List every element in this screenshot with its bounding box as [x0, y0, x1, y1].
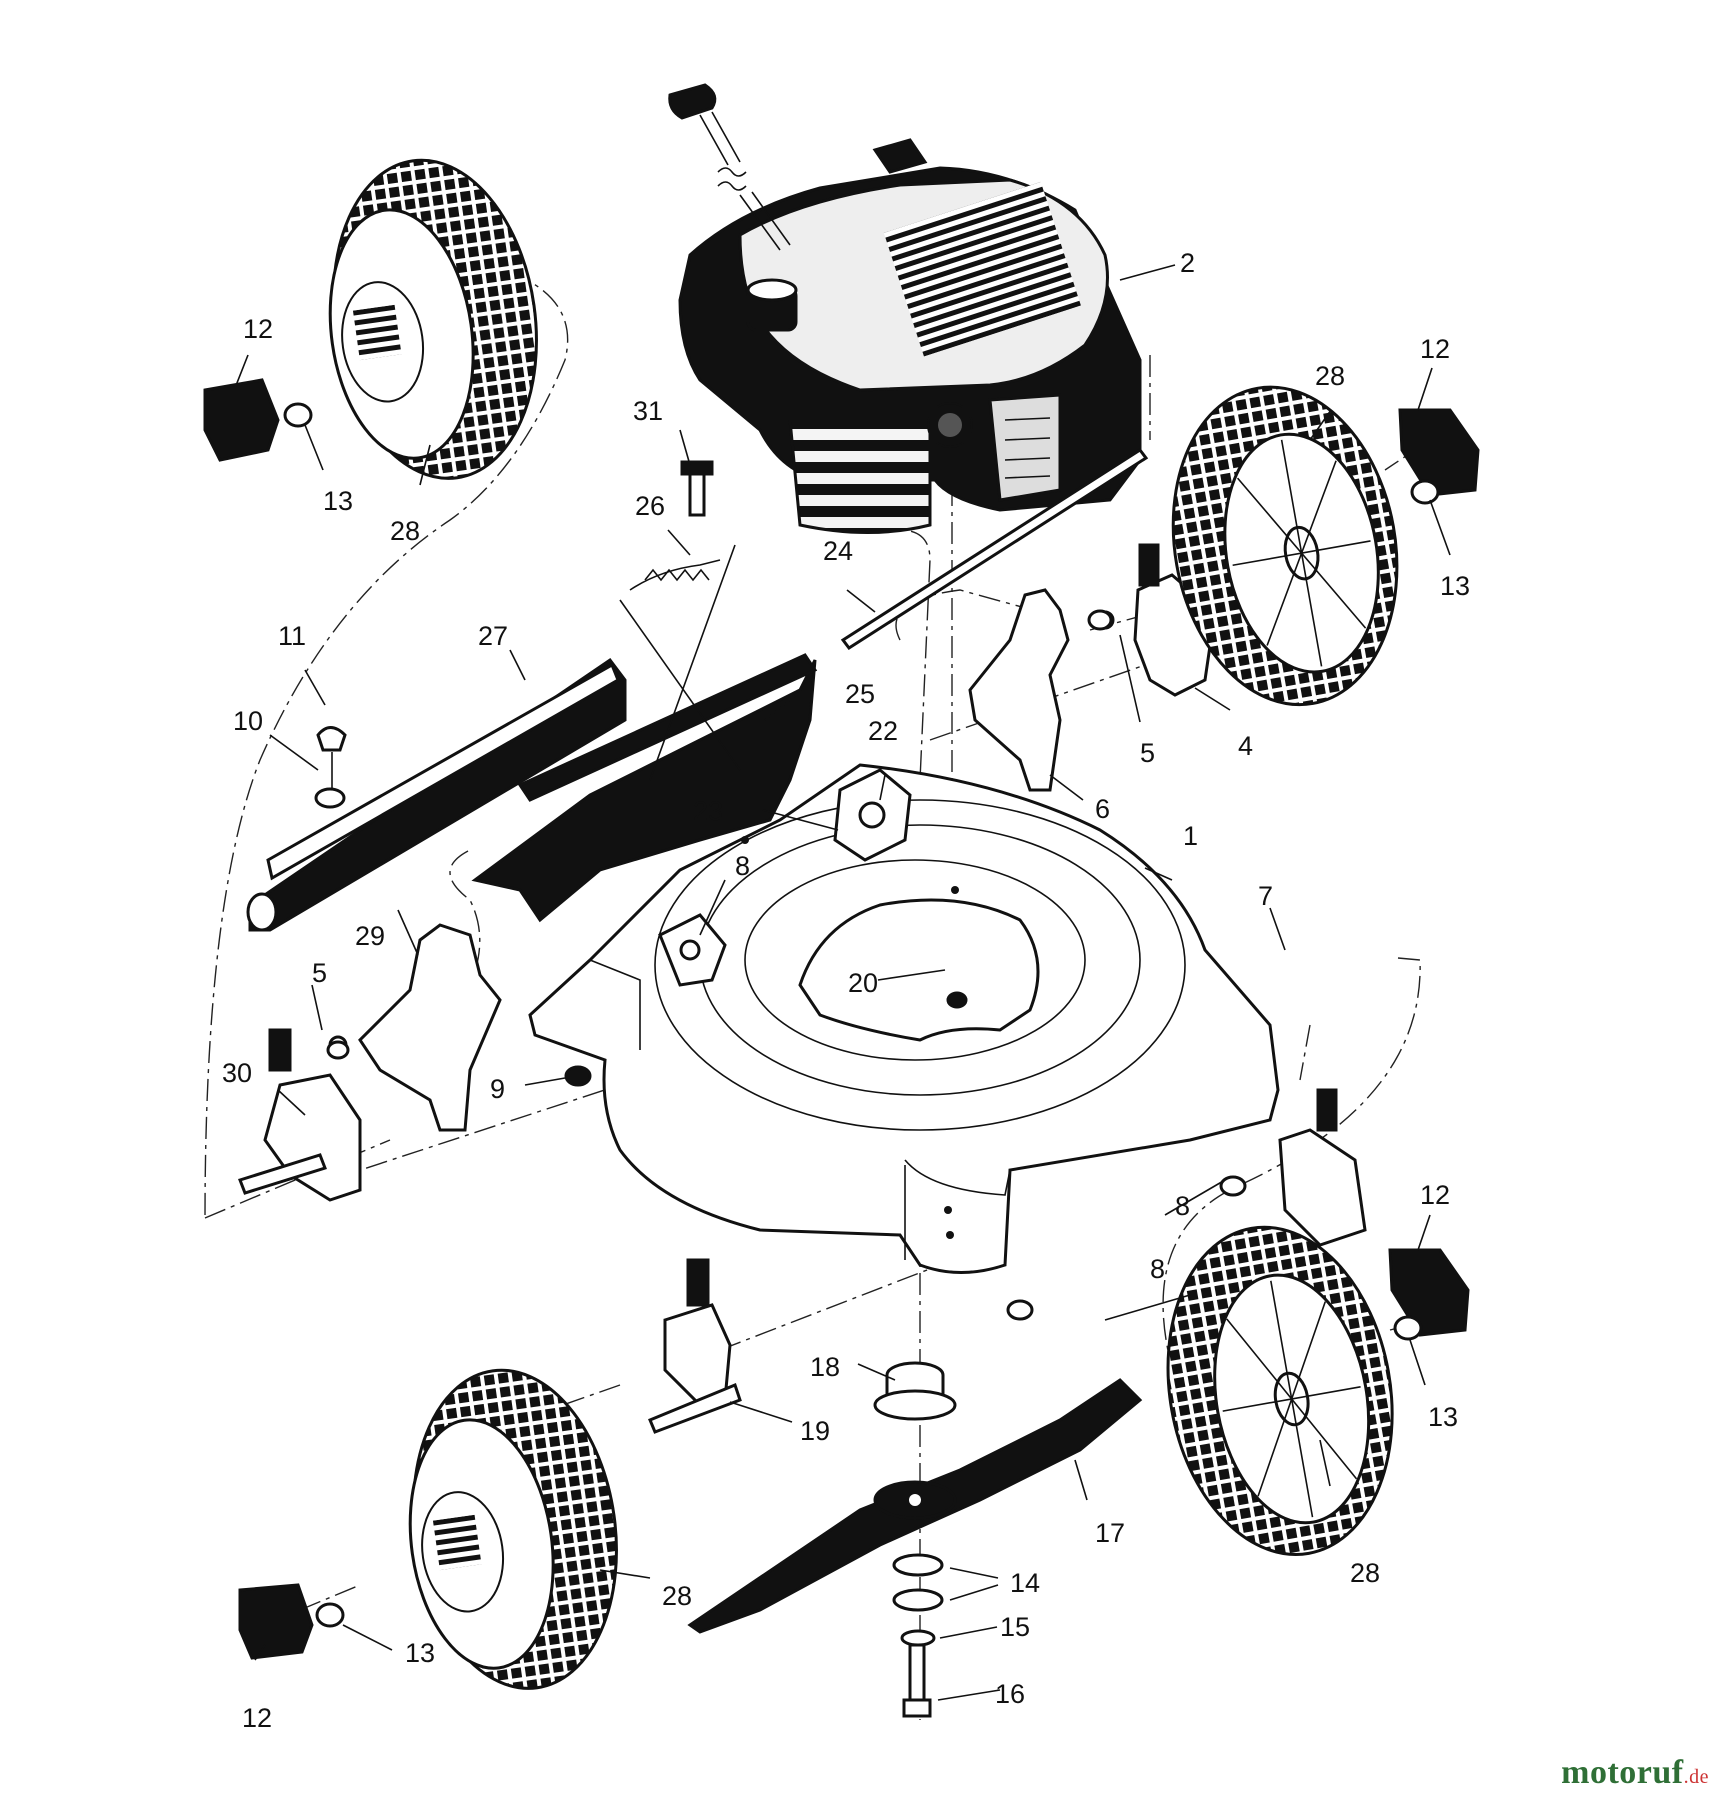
callout-16: 16 [995, 1679, 1025, 1709]
callout-5-right: 5 [1140, 738, 1155, 768]
callout-17: 17 [1095, 1518, 1125, 1548]
callout-12-right-front: 12 [1420, 1180, 1450, 1210]
height-adjuster-left-front [648, 1258, 742, 1434]
spring-and-bolt [619, 460, 741, 781]
callout-28-left-rear: 28 [390, 516, 420, 546]
callout-12-right-rear: 12 [1420, 334, 1450, 364]
hubcaps-and-nuts [203, 378, 1480, 1660]
callout-23: 23 [693, 796, 723, 826]
rod [840, 447, 1149, 651]
callout-20: 20 [848, 968, 878, 998]
engine [668, 83, 1142, 534]
callout-2: 2 [1180, 248, 1195, 278]
callout-15: 15 [1000, 1612, 1030, 1642]
callout-5-left: 5 [312, 958, 327, 988]
callout-12-left-rear: 12 [243, 314, 273, 344]
callout-28-right-rear: 28 [1315, 361, 1345, 391]
callout-13-right-front: 13 [1428, 1402, 1458, 1432]
callout-8-top: 8 [735, 851, 750, 881]
callout-labels: 1 2 4 5 5 6 7 8 8 8 9 10 11 12 12 12 12 … [222, 248, 1470, 1733]
callout-10: 10 [233, 706, 263, 736]
callout-25: 25 [845, 679, 875, 709]
callout-11: 11 [278, 621, 306, 651]
height-adjuster-right-rear [968, 543, 1217, 792]
callout-26: 26 [635, 491, 665, 521]
wheel-right-rear [1171, 385, 1399, 707]
watermark-logo: motoruf.de [1561, 1754, 1709, 1791]
hinge-rod-bracket [246, 657, 627, 932]
height-adjuster-right-front [1278, 1088, 1367, 1247]
rear-flap [471, 653, 818, 923]
pivot-plates [658, 768, 912, 987]
callout-28-right-front: 28 [1350, 1558, 1380, 1588]
callout-13-right-rear: 13 [1440, 571, 1470, 601]
callout-28-left-front: 28 [662, 1581, 692, 1611]
mower-deck [528, 763, 1280, 1274]
callout-22: 22 [868, 716, 898, 746]
callout-8-mid: 8 [1175, 1191, 1190, 1221]
callout-31: 31 [633, 396, 663, 426]
callout-12-left-front: 12 [242, 1703, 272, 1733]
callout-29: 29 [355, 921, 385, 951]
callout-13-left-front: 13 [405, 1638, 435, 1668]
wheel-right-front [1166, 1225, 1394, 1556]
callout-13-left-rear: 13 [323, 486, 353, 516]
callout-14: 14 [1010, 1568, 1040, 1598]
callout-6: 6 [1095, 794, 1110, 824]
height-adjuster-left-rear [238, 923, 502, 1202]
callout-4: 4 [1238, 731, 1253, 761]
callout-19: 19 [800, 1416, 830, 1446]
callout-8-right: 8 [1150, 1254, 1165, 1284]
blade [687, 1378, 1143, 1634]
callout-18: 18 [810, 1352, 840, 1382]
callout-30: 30 [222, 1058, 252, 1088]
callout-7: 7 [1258, 881, 1273, 911]
callout-9: 9 [490, 1074, 505, 1104]
wheel-left-front [408, 1368, 618, 1690]
callout-1: 1 [1183, 821, 1198, 851]
leader-lines [234, 264, 1451, 1701]
wheel-left-rear [328, 158, 538, 480]
callout-24: 24 [823, 536, 853, 566]
callout-27: 27 [478, 621, 508, 651]
fasteners [314, 609, 1247, 1718]
